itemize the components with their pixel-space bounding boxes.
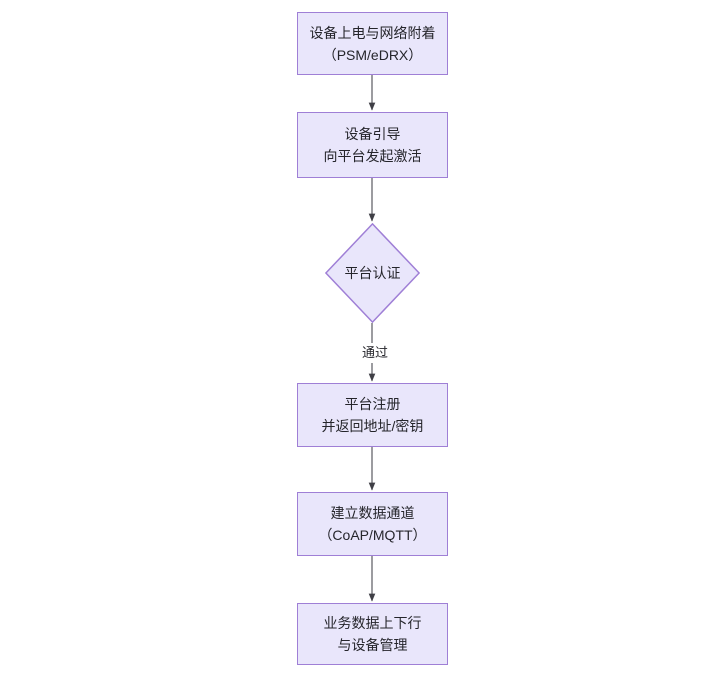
node-label-line1: 建立数据通道 [330,505,415,521]
node-label-line1: 业务数据上下行 [323,615,422,631]
node-platform-registration[interactable]: 平台注册 并返回地址/密钥 [297,383,448,447]
node-device-power-on[interactable]: 设备上电与网络附着 （PSM/eDRX） [297,12,448,75]
node-business-data-and-device-management[interactable]: 业务数据上下行 与设备管理 [297,603,448,665]
node-label-line1: 设备引导 [344,126,401,142]
diamond-shape [325,223,420,323]
node-platform-authentication[interactable]: 平台认证 [325,223,420,323]
node-label-line2: 并返回地址/密钥 [321,418,424,434]
node-establish-data-channel[interactable]: 建立数据通道 （CoAP/MQTT） [297,492,448,556]
node-label-line1: 平台注册 [344,396,401,412]
node-device-bootstrap[interactable]: 设备引导 向平台发起激活 [297,112,448,178]
node-label-line2: （CoAP/MQTT） [318,527,427,543]
node-label-line1: 设备上电与网络附着 [309,24,436,41]
node-label-line2: 与设备管理 [337,637,408,653]
node-label-line1: 平台认证 [344,265,401,281]
edge-label-text: 通过 [361,345,388,360]
node-label-line2: 向平台发起激活 [323,148,422,164]
edge-label-pass: 通过 [354,343,396,363]
node-label-line2: （PSM/eDRX） [322,46,423,63]
